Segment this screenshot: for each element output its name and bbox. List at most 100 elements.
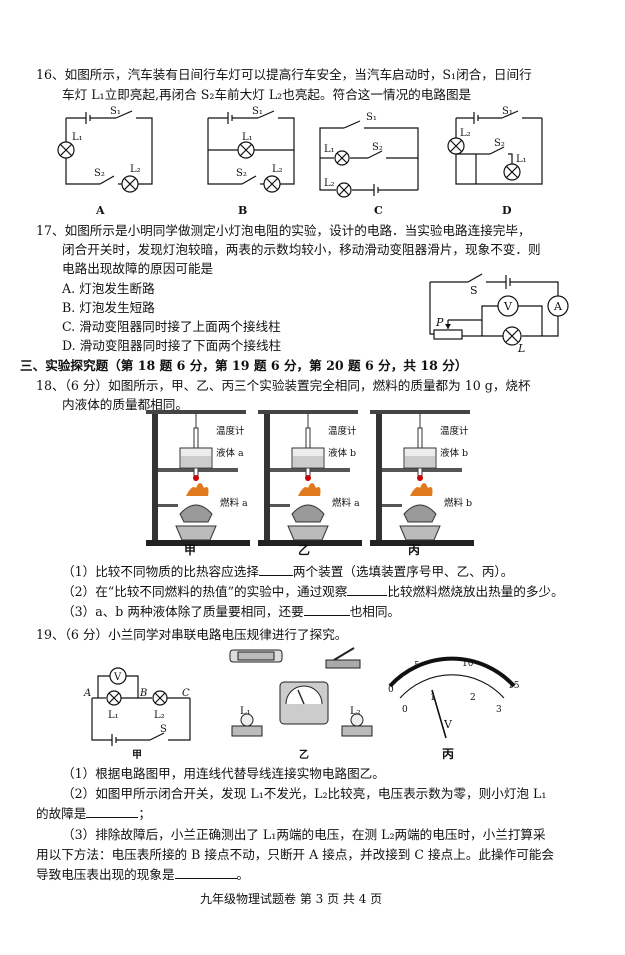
svg-text:A: A (83, 688, 91, 699)
svg-text:L₁: L₁ (72, 132, 83, 143)
q17-line1: 17、如图所示是小明同学做测定小灯泡电阻的实验，设计的电路．当实验电路连接完毕， (36, 223, 531, 238)
q19-sub3b: 用以下方法：电压表所接的 B 接点不动，只断开 A 接点，并改接到 C 接点上。… (36, 847, 554, 862)
section3-heading: 三、实验探究题（第 18 题 6 分，第 19 题 6 分，第 20 题 6 分… (20, 358, 468, 373)
figure-bing-meter (388, 656, 516, 739)
svg-text:燃料 a: 燃料 a (332, 497, 360, 509)
svg-text:S: S (470, 284, 478, 297)
svg-text:液体 b: 液体 b (440, 447, 468, 459)
label-s1-a: S₁ (110, 106, 121, 117)
q16-line2: 车灯 L₁立即亮起,再闭合 S₂车前大灯 L₂也亮起。符合这一情况的电路图是 (62, 87, 472, 102)
svg-text:L₁: L₁ (240, 706, 251, 717)
label-bing-2: 丙 (442, 747, 454, 761)
svg-text:B: B (139, 688, 147, 699)
svg-text:V: V (113, 672, 122, 683)
q17-choice-c: C. 滑动变阻器同时接了上面两个接线柱 (62, 319, 281, 334)
svg-text:5: 5 (414, 661, 420, 671)
q17-circuit: S V A P L (429, 273, 569, 354)
q18-sub2: （2）在“比较不同燃料的热值”的实验中，通过观察比较燃料燃烧放出热量的多少。 (62, 583, 564, 599)
label-bing: 丙 (408, 543, 420, 556)
meter-needle (431, 689, 447, 739)
label-yi: 乙 (298, 543, 310, 556)
q18-line2: 内液体的质量都相同。 (62, 397, 188, 412)
q18-sub3: （3）a、b 两种液体除了质量要相同，还要也相同。 (62, 603, 401, 619)
svg-text:10: 10 (462, 659, 474, 669)
label-yi-2: 乙 (299, 749, 309, 761)
svg-text:L₁: L₁ (108, 710, 119, 721)
q17-choice-d: D. 滑动变阻器同时接了下面两个接线柱 (62, 338, 282, 353)
q19-sub2b: 的故障是； (36, 805, 151, 821)
option-b-label: B (238, 204, 247, 217)
option-c-label: C (374, 204, 383, 217)
svg-text:V: V (503, 300, 513, 313)
q19-sub1: （1）根据电路图甲，用连线代替导线连接实物电路图乙。 (62, 766, 385, 781)
circuit-b (207, 110, 295, 193)
q16-line1: 16、如图所示，汽车装有日间行车灯可以提高行车安全，当汽车启动时，S₁闭合，日间… (36, 67, 532, 82)
svg-text:V: V (443, 718, 453, 731)
figure-jia-circuit (91, 667, 191, 746)
bulb-l1-image (231, 725, 263, 737)
svg-text:L₂: L₂ (272, 164, 283, 175)
svg-text:S₂: S₂ (236, 168, 247, 179)
option-a-label: A (95, 204, 105, 217)
svg-text:L₁: L₁ (516, 154, 527, 165)
svg-text:L₂: L₂ (460, 128, 471, 139)
svg-text:温度计: 温度计 (216, 425, 245, 437)
svg-text:燃料 b: 燃料 b (444, 497, 472, 509)
q19-figures: V A B C L₁ L₂ S 甲 L₁ L₂ 乙 0 5 10 15 0 (83, 647, 520, 761)
svg-text:S₂: S₂ (94, 168, 105, 179)
label-jia: 甲 (184, 543, 196, 556)
q19-sub2a: （2）如图甲所示闭合开关，发现 L₁不发光，L₂比较亮，电压表示数为零，则小灯泡… (62, 786, 547, 801)
svg-text:1: 1 (430, 693, 436, 703)
figure-yi-components (229, 647, 373, 737)
q19-blank1[interactable] (86, 805, 139, 818)
svg-text:L₁: L₁ (324, 144, 335, 155)
svg-text:0: 0 (388, 685, 394, 695)
q17-line2: 闭合开关时，发现灯泡较暗，两表的示数均较小，移动滑动变阻器滑片，现象不变．则 (62, 242, 541, 257)
svg-text:S₂: S₂ (372, 142, 383, 153)
svg-text:P: P (435, 316, 444, 329)
svg-text:S₁: S₁ (502, 106, 513, 117)
q18-sub1: （1）比较不同物质的比热容应选择两个装置（选填装置序号甲、乙、丙）。 (62, 563, 514, 579)
svg-text:液体 a: 液体 a (216, 447, 244, 459)
q17-line3: 电路出现故障的原因可能是 (62, 261, 214, 276)
option-d-label: D (502, 204, 512, 217)
svg-text:C: C (182, 688, 190, 699)
svg-text:15: 15 (508, 681, 520, 691)
svg-text:L₂: L₂ (154, 710, 165, 721)
svg-text:L₂: L₂ (324, 178, 335, 189)
svg-text:A: A (553, 300, 563, 313)
q17-choice-b: B. 灯泡发生短路 (62, 300, 155, 315)
svg-text:L: L (517, 342, 525, 354)
page-footer: 九年级物理试题卷 第 3 页 共 4 页 (200, 892, 383, 906)
q19-sub3a: （3）排除故障后，小兰正确测出了 L₁两端的电压，在测 L₂两端的电压时，小兰打… (62, 827, 546, 842)
svg-text:燃料 a: 燃料 a (220, 497, 248, 509)
svg-text:3: 3 (496, 705, 502, 715)
label-jia-2: 甲 (132, 749, 142, 761)
svg-text:L₂: L₂ (130, 164, 141, 175)
q17-choice-a: A. 灯泡发生断路 (62, 281, 155, 296)
circuit-c (319, 120, 419, 198)
svg-text:S₁: S₁ (252, 106, 263, 117)
svg-text:液体 b: 液体 b (328, 447, 356, 459)
q19-line1: 19、（6 分）小兰同学对串联电路电压规律进行了探究。 (36, 627, 348, 642)
q16-circuit-diagrams: S₁ L₁ S₂ L₂ S₁ L₁ S₂ L₂ S₁ L₁ S₂ L₂ S₁ L… (57, 106, 543, 217)
svg-text:温度计: 温度计 (440, 425, 469, 437)
q18-line1: 18、（6 分）如图所示，甲、乙、丙三个实验装置完全相同，燃料的质量都为 10 … (36, 378, 531, 393)
svg-text:温度计: 温度计 (328, 425, 357, 437)
bulb-l2-image (341, 725, 373, 737)
svg-text:L₁: L₁ (242, 132, 253, 143)
svg-text:0: 0 (402, 705, 408, 715)
svg-text:2: 2 (470, 693, 476, 703)
q19-blank2[interactable] (174, 866, 237, 879)
q18-blank1[interactable] (258, 563, 293, 576)
svg-text:S: S (160, 724, 167, 735)
circuit-d (447, 110, 543, 185)
q19-sub3c: 导致电压表出现的现象是。 (36, 866, 250, 882)
q18-blank3[interactable] (303, 603, 350, 616)
svg-text:L₂: L₂ (350, 706, 361, 717)
svg-text:S₁: S₁ (366, 112, 377, 123)
svg-text:S₂: S₂ (494, 138, 505, 149)
q18-apparatus: 温度计 液体 a 燃料 a 温度计 液体 b 燃料 a 温度计 液体 b 燃料 … (145, 409, 475, 556)
circuit-a (57, 110, 153, 193)
q18-blank2[interactable] (347, 583, 388, 596)
